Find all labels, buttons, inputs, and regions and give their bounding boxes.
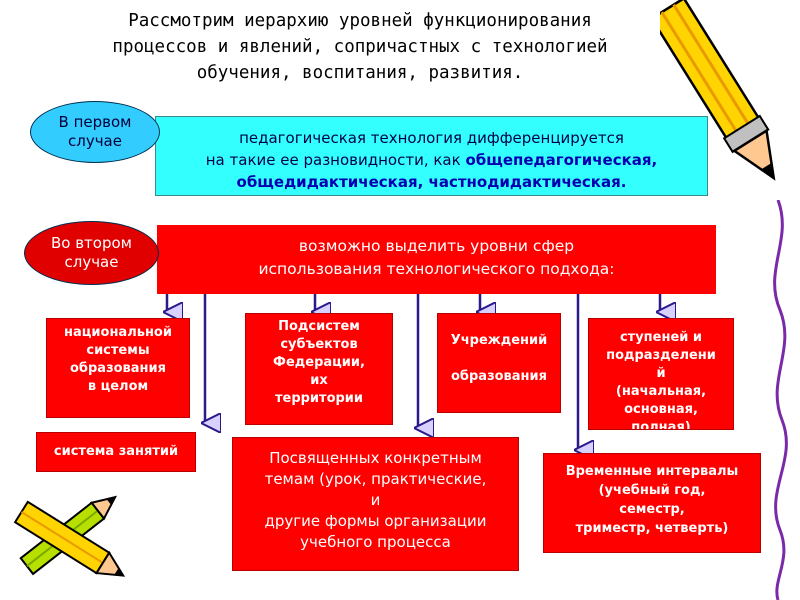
first-case-line2: на такие ее разновидности, как общепедаг… <box>156 149 707 171</box>
first-case-box: педагогическая технология дифференцирует… <box>155 116 708 196</box>
second-case-oval: Во втором случае <box>24 221 159 285</box>
level-box-stages-text: ступеней и подразделени й (начальная, ос… <box>606 330 716 430</box>
second-case-box: возможно выделить уровни сфер использова… <box>157 225 716 294</box>
first-case-line2-text: на такие ее разновидности, как <box>205 151 466 169</box>
lower-box-lessons: система занятий <box>36 432 196 472</box>
level-box-stages: ступеней и подразделени й (начальная, ос… <box>588 318 734 430</box>
first-case-line3: общедидактическая, частнодидактическая. <box>236 173 627 191</box>
slide-title: Рассмотрим иерархию уровней функциониров… <box>112 11 608 83</box>
first-case-oval: В первом случае <box>30 101 160 163</box>
squiggle-line-icon <box>773 200 788 600</box>
level-box-subsystems: Подсистем субъектов Федерации, их террит… <box>245 313 393 425</box>
pencil-top-right-icon <box>660 0 776 181</box>
pencils-bottom-left-icon <box>13 495 126 577</box>
level-box-institutions: Учреждений образования <box>437 313 561 413</box>
first-case-line1: педагогическая технология дифференцирует… <box>239 129 624 147</box>
first-case-line2-highlight: общепедагогическая, <box>465 151 658 169</box>
lower-box-topics: Посвященных конкретным темам (урок, прак… <box>232 437 519 571</box>
level-box-national: национальной системы образования в целом <box>46 318 190 418</box>
lower-box-intervals: Временные интервалы (учебный год, семест… <box>543 453 761 553</box>
